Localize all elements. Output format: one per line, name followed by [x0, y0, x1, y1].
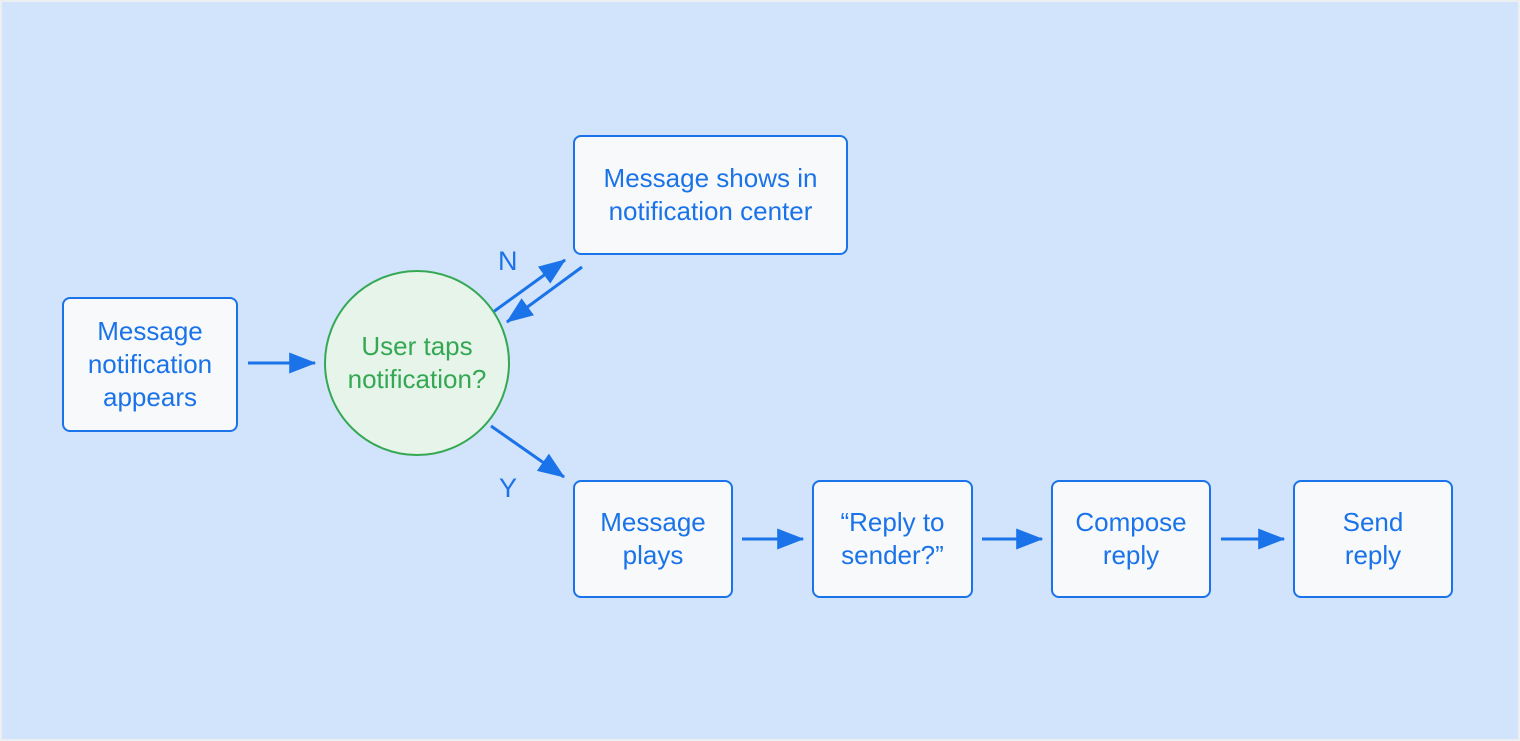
node-line: Compose — [1075, 507, 1187, 538]
node-compose-reply[interactable]: Compose reply — [1051, 480, 1211, 598]
node-line: sender?” — [841, 540, 944, 570]
node-line: Send — [1342, 507, 1404, 538]
node-message-plays[interactable]: Message plays — [573, 480, 733, 598]
node-line: “Reply to — [840, 507, 945, 538]
node-send-reply[interactable]: Send reply — [1293, 480, 1453, 598]
node-line: Message — [600, 507, 706, 538]
node-line: reply — [1102, 540, 1160, 570]
node-user-taps-notification[interactable]: User taps notification? — [324, 270, 510, 456]
edge-decision-to-message-plays — [490, 424, 565, 479]
node-line: notification — [87, 349, 213, 380]
node-line: Message shows in — [603, 163, 818, 194]
node-message-shows-in-notification-center[interactable]: Message shows in notification center — [573, 135, 848, 255]
node-reply-to-sender[interactable]: “Reply to sender?” — [812, 480, 973, 598]
node-line: notification? — [347, 364, 487, 394]
node-line: Message — [97, 316, 203, 347]
edge-notification-center-to-decision — [506, 265, 583, 324]
node-line: plays — [622, 540, 684, 570]
node-line: appears — [103, 381, 197, 412]
node-message-notification-appears[interactable]: Message notification appears — [62, 297, 238, 432]
edge-label-yes: Y — [499, 473, 518, 503]
node-line: reply — [1344, 540, 1402, 570]
edge-label-no: N — [498, 246, 518, 276]
node-line: notification center — [608, 196, 813, 226]
node-line: User taps — [361, 331, 473, 362]
